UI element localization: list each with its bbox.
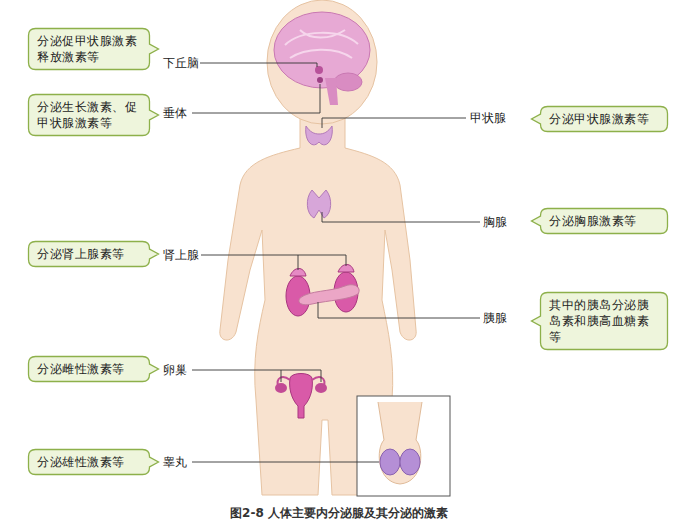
head-outline — [267, 0, 377, 124]
leader-line — [318, 302, 480, 318]
brainstem — [325, 78, 338, 105]
callout-text: 其中的胰岛分泌胰岛素和胰高血糖素等 — [549, 297, 659, 345]
callout-shape — [29, 357, 159, 382]
callout-box: 分泌肾上腺素等 — [28, 241, 150, 267]
callout-text: 分泌雌性激素等 — [37, 361, 141, 377]
gland-name: 垂体 — [163, 106, 187, 120]
callout-text: 分泌肾上腺素等 — [37, 246, 141, 262]
pancreas — [299, 285, 359, 305]
thymus — [307, 190, 330, 218]
ovary — [275, 383, 287, 393]
callout-text: 分泌雄性激素等 — [37, 454, 141, 470]
callout-shape — [532, 107, 668, 132]
callout-text: 分泌生长激素、促甲状腺激素等 — [37, 99, 141, 131]
cerebellum — [334, 73, 362, 91]
callout-box: 分泌胸腺激素等 — [540, 208, 668, 234]
uterus — [290, 374, 313, 419]
gland-name: 胰腺 — [483, 311, 507, 325]
callout-box: 分泌生长激素、促甲状腺激素等 — [28, 94, 150, 136]
gland-name: 卵巢 — [163, 363, 187, 377]
callout-shape — [532, 293, 668, 350]
callout-text: 分泌胸腺激素等 — [549, 213, 659, 229]
gland-name: 肾上腺 — [163, 248, 199, 262]
hypothalamus — [315, 66, 323, 74]
callout-text: 分泌促甲状腺激素释放激素等 — [37, 33, 141, 65]
gland-name: 胸腺 — [483, 215, 507, 229]
gland-name: 睾丸 — [163, 455, 187, 469]
leader-line — [201, 255, 346, 270]
callout-box: 分泌促甲状腺激素释放激素等 — [28, 28, 150, 70]
gland-name: 下丘脑 — [163, 56, 199, 70]
callout-shape — [29, 29, 159, 70]
testis — [400, 449, 420, 475]
ovary — [315, 383, 327, 393]
callout-shape — [29, 242, 159, 267]
callout-text: 分泌甲状腺激素等 — [549, 111, 659, 127]
leader-line — [192, 84, 320, 113]
leader-line — [200, 63, 317, 67]
leader-lines — [192, 63, 480, 462]
callout-box: 其中的胰岛分泌胰岛素和胰高血糖素等 — [540, 292, 668, 350]
leader-line — [322, 212, 480, 222]
callout-shape — [29, 95, 159, 136]
callout-box: 分泌雄性激素等 — [28, 449, 150, 475]
thyroid — [306, 126, 333, 145]
callout-box: 分泌甲状腺激素等 — [540, 106, 668, 132]
leader-line — [322, 118, 466, 128]
leader-line — [192, 370, 321, 382]
pituitary — [317, 77, 323, 83]
leader-line — [192, 462, 379, 463]
gland-name: 甲状腺 — [470, 111, 506, 125]
callout-shape — [29, 450, 159, 475]
brain-folds — [285, 30, 358, 58]
testis — [380, 449, 400, 475]
figure-caption: 图2-8 人体主要内分泌腺及其分泌的激素 — [0, 506, 678, 520]
callout-shape — [532, 209, 668, 234]
callout-box: 分泌雌性激素等 — [28, 356, 150, 382]
scrotum — [378, 402, 422, 484]
inset-frame — [357, 396, 450, 496]
